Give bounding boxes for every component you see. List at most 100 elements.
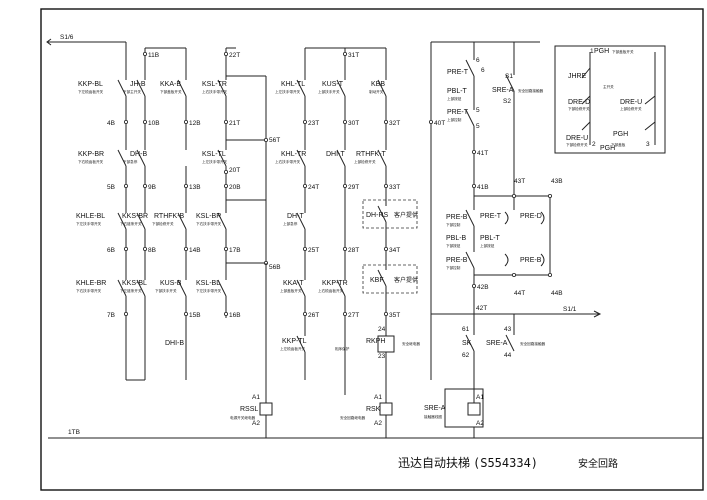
switch-desc: 下左扶手带开关 xyxy=(76,221,102,226)
switch-contact xyxy=(177,79,187,97)
terminal-node xyxy=(183,183,188,188)
switch-contact xyxy=(465,334,475,352)
customer-device-box xyxy=(362,264,418,294)
switch-label: KHLE-BL xyxy=(76,213,105,220)
coil-terminal: A2 xyxy=(252,420,260,427)
switch-label: RKPH xyxy=(366,338,385,345)
terminal-node xyxy=(342,246,347,251)
switch-desc: 下部主开关 xyxy=(123,89,141,94)
switch-contact xyxy=(117,212,127,230)
node-label: 6 xyxy=(476,57,480,64)
switch-desc: 上右扶手带开关 xyxy=(275,159,301,164)
node-label: 17B xyxy=(229,247,241,254)
coil-desc: 电源开关继电器 xyxy=(230,415,256,420)
node-label: 5 xyxy=(476,107,480,114)
switch-desc: 上部检修开关 xyxy=(354,159,376,164)
node-label: 32T xyxy=(389,120,400,127)
legend-desc: 下部盖板开关 xyxy=(612,49,634,54)
switch-contact xyxy=(505,334,515,352)
terminal-node xyxy=(383,120,388,125)
switch-label: SRE-A xyxy=(492,87,514,94)
switch-desc: 下左链条开关 xyxy=(120,288,142,293)
switch-label: KSL-BR xyxy=(196,213,221,220)
switch-contact xyxy=(465,59,475,77)
customer-device-box xyxy=(362,199,418,229)
node-label: 28T xyxy=(348,247,359,254)
customer-note: 客户提供 xyxy=(394,211,418,219)
switch-label: KHL-TL xyxy=(281,81,305,88)
node-label: 24 xyxy=(378,326,386,333)
node-label: 31T xyxy=(348,52,359,59)
switch-label: PBL-T xyxy=(447,88,468,95)
coil-terminal: A2 xyxy=(374,420,382,427)
switch-label: KKP-BL xyxy=(78,81,103,88)
switch-label: KSL-TR xyxy=(202,81,227,88)
terminal-node xyxy=(512,272,517,277)
node-label: 15B xyxy=(189,312,201,319)
coil-desc: 安全回路继电器 xyxy=(340,415,366,420)
switch-contact xyxy=(136,79,146,97)
node-label: 62 xyxy=(462,352,470,359)
relay-contact xyxy=(504,253,509,267)
switch-contact xyxy=(217,212,227,230)
rail-label-bottom: 1TB xyxy=(68,429,80,436)
switch-contact xyxy=(136,279,146,297)
node-label: 14B xyxy=(189,247,201,254)
node-label: 43 xyxy=(504,326,512,333)
switch-contact xyxy=(377,79,387,97)
terminal-node xyxy=(302,120,307,125)
legend-desc: 上部检修开关 xyxy=(620,106,642,111)
coil-label: SRE-A xyxy=(424,405,446,412)
switch-contact xyxy=(296,212,306,230)
switch-label: DHI-T xyxy=(326,151,345,158)
switch-desc: 上部扶手开关 xyxy=(318,89,340,94)
switch-contact xyxy=(336,149,346,167)
node-label: 12B xyxy=(189,120,201,127)
switch-contact xyxy=(296,335,306,353)
switch-desc: 上右梳齿板开关 xyxy=(318,288,344,293)
switch-contact xyxy=(177,279,187,297)
node-label: 10B xyxy=(148,120,160,127)
terminal-node xyxy=(471,183,476,188)
legend-label: JHRE xyxy=(568,73,587,80)
switch-desc: 下右梳齿板开关 xyxy=(78,159,104,164)
terminal-node xyxy=(302,183,307,188)
terminal-node xyxy=(342,120,347,125)
terminal-node xyxy=(183,120,188,125)
terminal-node xyxy=(223,52,228,57)
terminal-node xyxy=(124,311,129,316)
switch-contact xyxy=(377,205,387,223)
switch-desc: 上左扶手带开关 xyxy=(275,89,301,94)
node-label: 7B xyxy=(107,312,115,319)
terminal-node xyxy=(124,120,129,125)
node-label: 61 xyxy=(462,326,470,333)
node-label: 44B xyxy=(551,290,563,297)
switch-label: KSL-TL xyxy=(202,151,226,158)
switch-label: DH-RS xyxy=(366,212,388,219)
node-label: 29T xyxy=(348,184,359,191)
switch-label: DHI-B xyxy=(165,340,184,347)
legend-desc: 下部检修开关 xyxy=(566,142,588,147)
terminal-node xyxy=(383,246,388,251)
switch-label: KKS-BL xyxy=(122,280,147,287)
switch-desc: 下部控制 xyxy=(446,222,461,227)
title-code: (S554334) xyxy=(473,456,538,470)
node-label: 13B xyxy=(189,184,201,191)
junction-label: 56B xyxy=(269,264,281,271)
title-main: 迅达自动扶梯 xyxy=(398,455,470,470)
relay-contact xyxy=(540,253,545,267)
switch-desc: 上左梳齿板开关 xyxy=(280,346,306,351)
switch-label: PBL-B xyxy=(446,235,467,242)
switch-contact xyxy=(217,149,227,167)
switch-contact xyxy=(465,109,475,127)
terminal-node xyxy=(142,183,147,188)
column-2: JH-B 下部主开关 DH-B 下部急停 KKS-BR 下右链条开关 KKS-B… xyxy=(120,47,186,381)
switch-label: PRE-T xyxy=(480,213,502,220)
coil-terminal: A1 xyxy=(374,394,382,401)
switch-desc: 安全继电器 xyxy=(402,341,420,346)
coil-terminal: A1 xyxy=(476,394,484,401)
switch-label: PRE-T xyxy=(447,109,469,116)
switch-label: JH-B xyxy=(130,81,146,88)
node-label: 43T xyxy=(514,178,525,185)
switch-contact xyxy=(505,74,515,92)
